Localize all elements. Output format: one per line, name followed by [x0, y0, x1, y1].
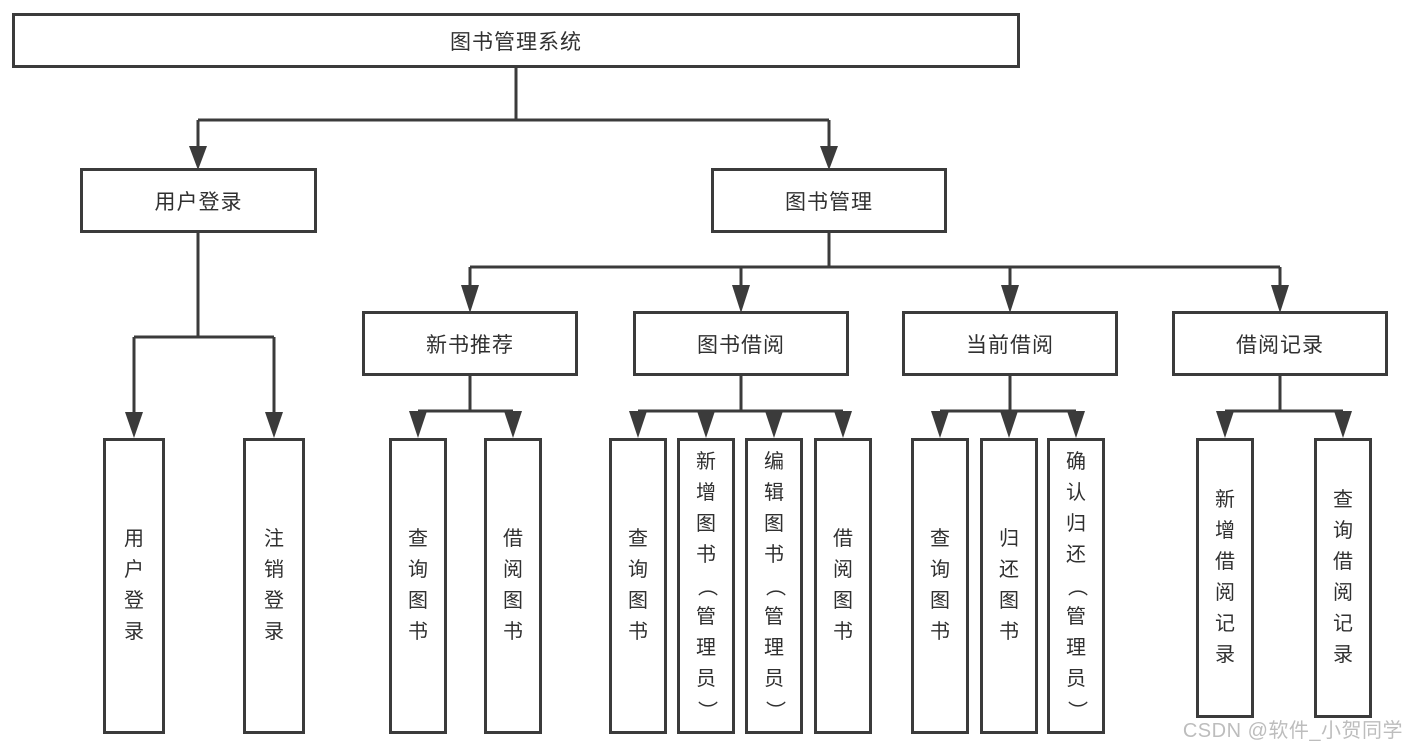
leaf-current-confirm-return-admin: 确认归还（管理员） [1047, 438, 1105, 734]
leaf-borrowing-add-books-admin: 新增图书（管理员） [677, 438, 735, 734]
arrow-down-icons [125, 146, 1352, 438]
node-user-login-branch: 用户登录 [80, 168, 317, 233]
leaf-records-add-record: 新增借阅记录 [1196, 438, 1254, 718]
leaf-recommend-query-books: 查询图书 [389, 438, 447, 734]
leaf-current-query-books: 查询图书 [911, 438, 969, 734]
node-new-book-recommendation: 新书推荐 [362, 311, 578, 376]
csdn-watermark: CSDN @软件_小贺同学 [1182, 720, 1403, 742]
leaf-user-login: 用户登录 [103, 438, 165, 734]
leaf-records-query-record: 查询借阅记录 [1314, 438, 1372, 718]
leaf-current-return-books: 归还图书 [980, 438, 1038, 734]
node-borrowing-records: 借阅记录 [1172, 311, 1388, 376]
node-current-borrowing: 当前借阅 [902, 311, 1118, 376]
node-book-management-branch: 图书管理 [711, 168, 947, 233]
leaf-recommend-borrow-books: 借阅图书 [484, 438, 542, 734]
leaf-borrowing-query-books: 查询图书 [609, 438, 667, 734]
leaf-borrowing-borrow-books: 借阅图书 [814, 438, 872, 734]
node-library-management-system: 图书管理系统 [12, 13, 1020, 68]
leaf-borrowing-edit-books-admin: 编辑图书（管理员） [745, 438, 803, 734]
leaf-logout: 注销登录 [243, 438, 305, 734]
node-book-borrowing: 图书借阅 [633, 311, 849, 376]
